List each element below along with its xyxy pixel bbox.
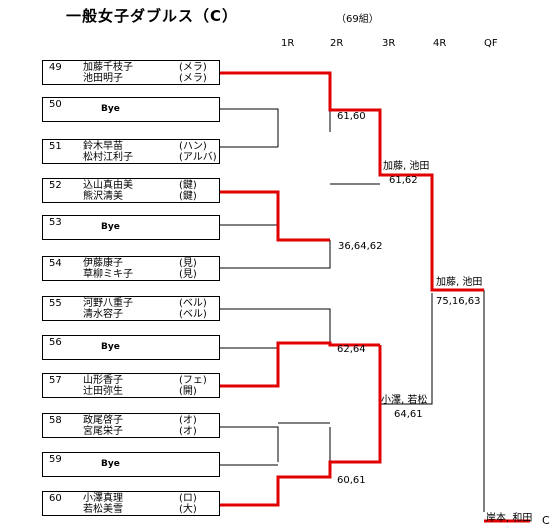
player-name: 熊沢清美 [83,191,123,202]
entry-number: 49 [49,62,62,73]
entry-count: （69組） [336,14,379,25]
r4-winner: 加藤, 池田 [436,277,483,288]
player-club: (鍵) [179,191,197,202]
entry-51: 51 鈴木早苗 (ハン) 松村江利子 (アルバ) [42,139,220,164]
player-club: (見) [179,258,197,269]
player-name: 鈴木早苗 [83,141,123,152]
r3-winner-bottom: 小澤, 若松 [381,395,428,406]
entry-number: 60 [49,493,62,504]
r4-score: 75,16,63 [436,296,481,307]
bracket-line-58-59 [220,426,279,466]
r3-winner-top: 加藤, 池田 [383,161,430,172]
entry-59: 59 Bye [42,452,220,477]
player-club: (メラ) [179,73,207,84]
entry-number: 55 [49,298,62,309]
player-club: (ハン) [179,141,207,152]
round-header-1r: 1R [281,38,295,49]
player-club: (オ) [179,426,197,437]
bye-label: Bye [101,104,120,114]
player-club: (鍵) [179,180,197,191]
bracket-line-50-51 [220,108,279,148]
entry-52: 52 込山真由美 (鍵) 熊沢清美 (鍵) [42,178,220,203]
entry-56: 56 Bye [42,335,220,360]
player-name: 小澤真理 [83,493,123,504]
player-name: 政尾啓子 [83,415,123,426]
winner-path-52 [220,190,330,242]
round-header-4r: 4R [433,38,447,49]
page-title: 一般女子ダブルス（C） [66,7,239,25]
winner-path-49 [220,71,484,292]
player-club: (フェ) [179,375,207,386]
winner-path-60 [220,404,382,507]
entry-number: 56 [49,337,62,348]
qf-next-block: C [542,514,550,527]
player-name: 草柳ミキ子 [83,269,133,280]
player-name: 山形香子 [83,375,123,386]
bracket-line-53-54 [220,192,331,269]
entry-57: 57 山形香子 (フェ) 辻田弥生 (開) [42,373,220,398]
entry-number: 50 [49,99,62,110]
round-header-2r: 2R [330,38,344,49]
player-name: 辻田弥生 [83,386,123,397]
entry-53: 53 Bye [42,215,220,240]
player-club: (見) [179,269,197,280]
bye-label: Bye [101,459,120,469]
player-name: 込山真由美 [83,180,133,191]
player-name: 河野八重子 [83,298,133,309]
r3-score-top: 61,62 [389,175,418,186]
bracket-line-55-56 [220,308,331,349]
entry-55: 55 河野八重子 (ベル) 清水容子 (ベル) [42,296,220,321]
player-name: 宮尾栄子 [83,426,123,437]
entry-number: 54 [49,258,62,269]
entry-number: 58 [49,415,62,426]
entry-number: 53 [49,217,62,228]
entry-number: 57 [49,375,62,386]
player-name: 池田明子 [83,73,123,84]
player-club: (ベル) [179,298,207,309]
entry-58: 58 政尾啓子 (オ) 宮尾栄子 (オ) [42,413,220,438]
winner-path-57 [220,341,380,388]
entry-54: 54 伊藤康子 (見) 草柳ミキ子 (見) [42,256,220,281]
player-club: (ロ) [179,493,197,504]
player-club: (アルバ) [179,152,217,163]
bye-label: Bye [101,342,120,352]
entry-50: 50 Bye [42,97,220,122]
player-club: (大) [179,504,197,515]
player-club: (オ) [179,415,197,426]
score-r2-2: 36,64,62 [338,241,383,252]
player-name: 若松美雪 [83,504,123,515]
player-name: 松村江利子 [83,152,133,163]
score-r2-4: 60,61 [337,475,366,486]
entry-60: 60 小澤真理 (ロ) 若松美雪 (大) [42,491,220,516]
score-r2-3: 62,64 [337,344,366,355]
r3-score-bottom: 64,61 [394,409,423,420]
bye-label: Bye [101,222,120,232]
entry-number: 51 [49,141,62,152]
qf-winner: 岸本, 和田 [486,513,533,524]
entry-49: 49 加藤千枝子 (メラ) 池田明子 (メラ) [42,60,220,85]
player-name: 伊藤康子 [83,258,123,269]
player-club: (メラ) [179,62,207,73]
player-name: 加藤千枝子 [83,62,133,73]
round-header-3r: 3R [382,38,396,49]
score-r2-1: 61,60 [337,111,366,122]
player-club: (ベル) [179,309,207,320]
bracket-line-r4-bottom [380,293,433,405]
entry-number: 59 [49,454,62,465]
player-name: 清水容子 [83,309,123,320]
round-header-qf: QF [484,38,498,49]
player-club: (開) [179,386,197,397]
entry-number: 52 [49,180,62,191]
